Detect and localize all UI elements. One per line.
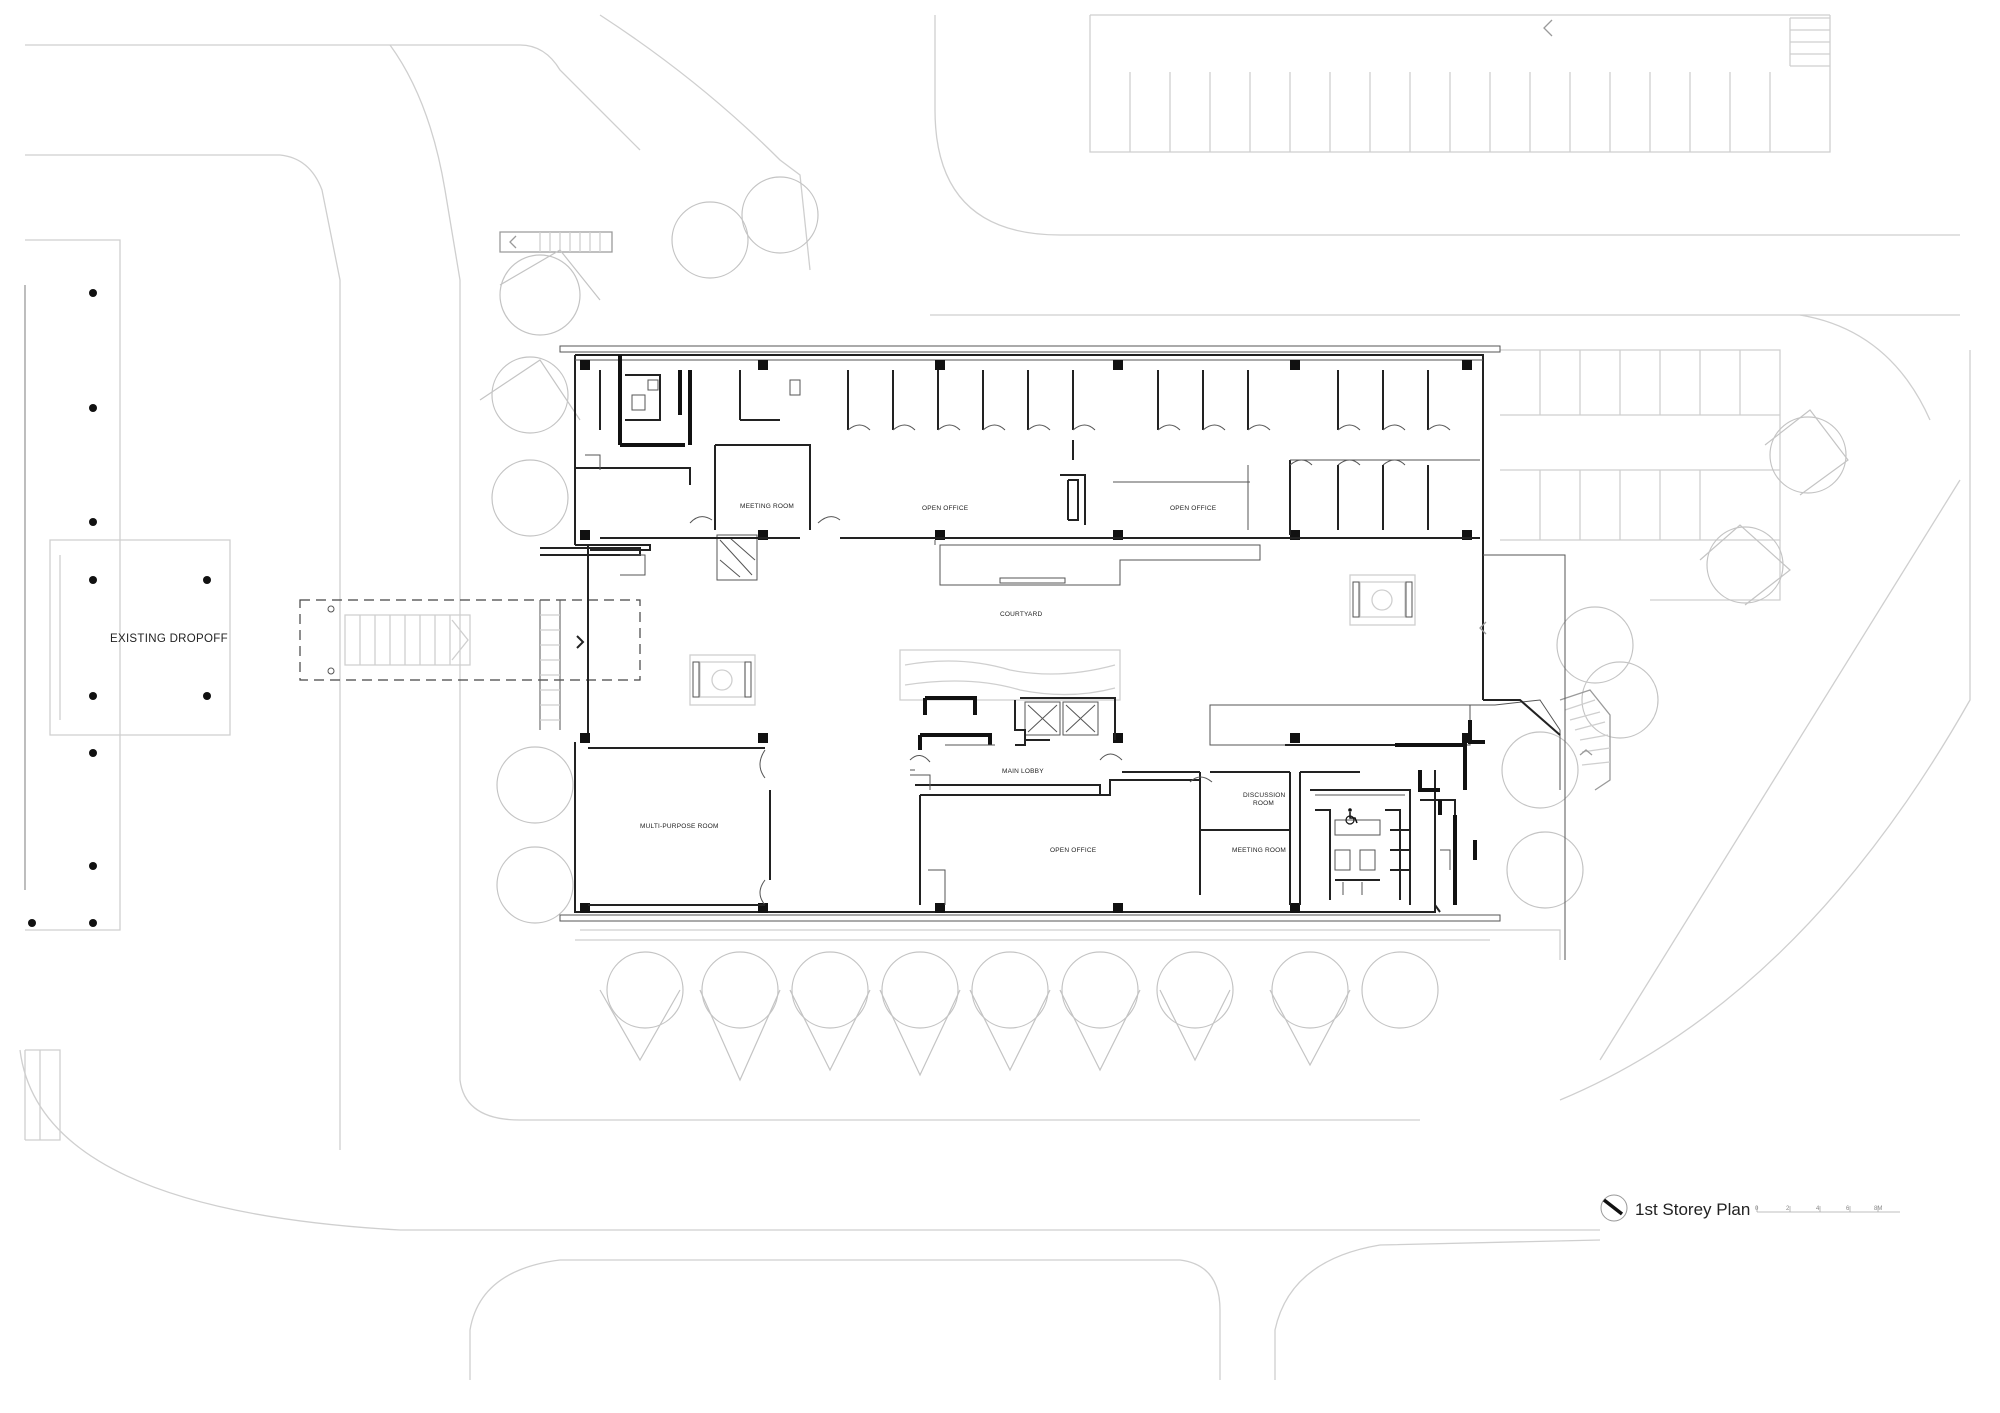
scale-label-2: 2	[1786, 1206, 1790, 1212]
multi-purpose-room	[588, 747, 771, 906]
discussion-room-label-line1: DISCUSSION	[1243, 792, 1286, 799]
discussion-room-label-line2: ROOM	[1253, 800, 1274, 807]
north-office-partitions	[847, 370, 1480, 535]
north-entry-stair	[499, 231, 613, 253]
multi-purpose-room-label: MULTI-PURPOSE ROOM	[640, 823, 719, 830]
north-arrow-icon	[1600, 1194, 1628, 1222]
existing-dropoff-label: EXISTING DROPOFF	[110, 633, 228, 645]
south-east-rooms	[1189, 744, 1411, 905]
scale-bar: 0 2 4 6 8M	[1755, 1206, 1900, 1213]
existing-dropoff-canopy	[24, 285, 231, 927]
main-lobby-core	[909, 696, 1200, 905]
open-office-north-west-label: OPEN OFFICE	[922, 505, 969, 512]
scale-label-8: 8M	[1874, 1206, 1882, 1212]
drawing-title-block: 1st Storey Plan 0 2 4 6 8M	[1600, 1194, 1900, 1222]
site-trees	[479, 176, 1849, 1082]
drawing-title: 1st Storey Plan	[1635, 1200, 1750, 1219]
scale-label-4: 4	[1816, 1206, 1820, 1212]
meeting-room-north-label: MEETING ROOM	[740, 503, 794, 510]
building-footprint	[540, 345, 1566, 960]
south-east-service	[1395, 699, 1561, 913]
courtyard	[689, 574, 1487, 746]
main-lobby-label: MAIN LOBBY	[1002, 768, 1044, 775]
entrance-bridge	[299, 599, 641, 730]
meeting-room-south-label: MEETING ROOM	[1232, 847, 1286, 854]
open-office-south-label: OPEN OFFICE	[1050, 847, 1097, 854]
scale-label-6: 6	[1846, 1206, 1850, 1212]
site-context	[19, 14, 1971, 1380]
open-office-north-east-label: OPEN OFFICE	[1170, 505, 1217, 512]
meeting-room-north	[689, 444, 841, 581]
east-entry-stair	[1559, 689, 1611, 791]
scale-label-0: 0	[1755, 1206, 1759, 1212]
wheelchair-icon	[1345, 808, 1358, 825]
parking-stalls-east	[1500, 349, 1781, 601]
parking-stalls-north	[1129, 17, 1830, 152]
courtyard-label: COURTYARD	[1000, 611, 1042, 618]
structural-columns	[580, 360, 1472, 913]
room-labels: EXISTING DROPOFF MEETING ROOM OPEN OFFIC…	[110, 503, 1286, 854]
north-west-service-core	[575, 355, 801, 485]
